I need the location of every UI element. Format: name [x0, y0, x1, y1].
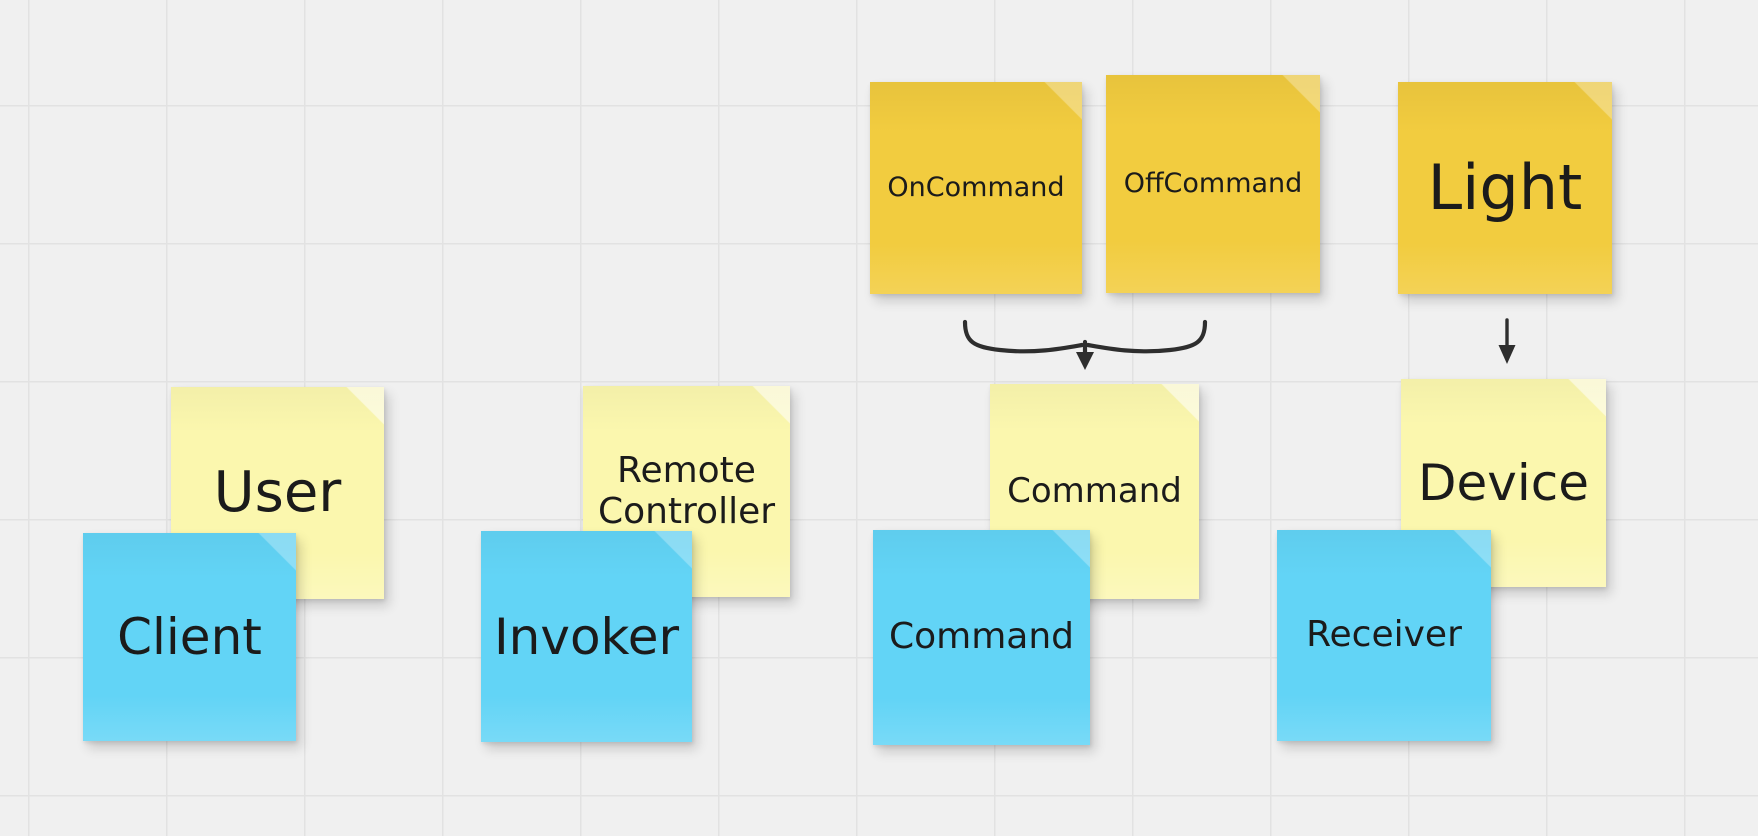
note-light[interactable]: Light — [1398, 82, 1612, 294]
note-command-role-label: Command — [888, 616, 1075, 658]
note-on-command-label: OnCommand — [887, 171, 1065, 203]
note-client-label: Client — [117, 608, 262, 666]
brace-arrow-to-command — [962, 319, 1208, 370]
note-invoker[interactable]: Invoker — [481, 531, 692, 742]
note-command-abstract-label: Command — [1007, 471, 1182, 512]
note-off-command[interactable]: OffCommand — [1106, 75, 1320, 293]
note-receiver[interactable]: Receiver — [1277, 530, 1491, 741]
note-device-label: Device — [1418, 454, 1589, 512]
note-invoker-label: Invoker — [493, 607, 680, 666]
note-user-label: User — [213, 459, 342, 525]
note-light-label: Light — [1427, 151, 1583, 225]
note-receiver-label: Receiver — [1306, 614, 1462, 656]
note-device[interactable]: Device — [1401, 379, 1606, 587]
note-on-command[interactable]: OnCommand — [870, 82, 1082, 294]
note-remote-controller-label: Remote Controller — [597, 450, 776, 532]
note-command-abstract[interactable]: Command — [990, 384, 1199, 599]
note-off-command-label: OffCommand — [1123, 167, 1303, 199]
arrow-light-to-device — [1498, 318, 1516, 364]
note-command-role[interactable]: Command — [873, 530, 1090, 745]
note-client[interactable]: Client — [83, 533, 296, 741]
